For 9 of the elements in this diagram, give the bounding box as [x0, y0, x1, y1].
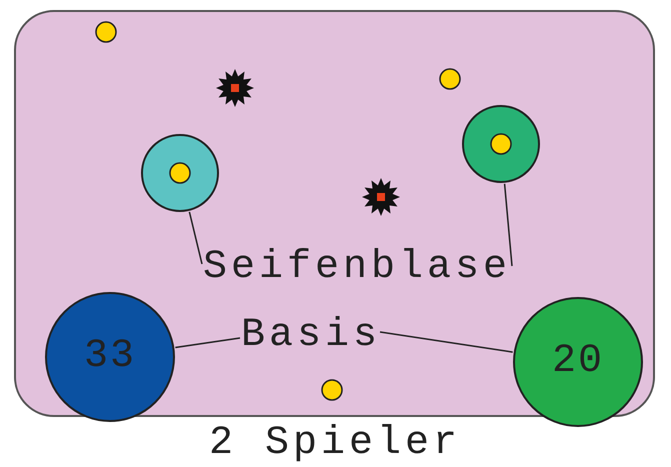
caption: 2 Spieler — [208, 424, 462, 464]
score-number: 20 — [552, 342, 604, 382]
part-label: Basis — [240, 316, 382, 356]
score-number: 33 — [84, 337, 136, 377]
leader-line — [175, 337, 240, 348]
leader-line — [188, 212, 203, 264]
leader-line — [504, 184, 513, 266]
leader-line — [380, 331, 513, 353]
part-label: Seifenblase — [202, 248, 512, 288]
